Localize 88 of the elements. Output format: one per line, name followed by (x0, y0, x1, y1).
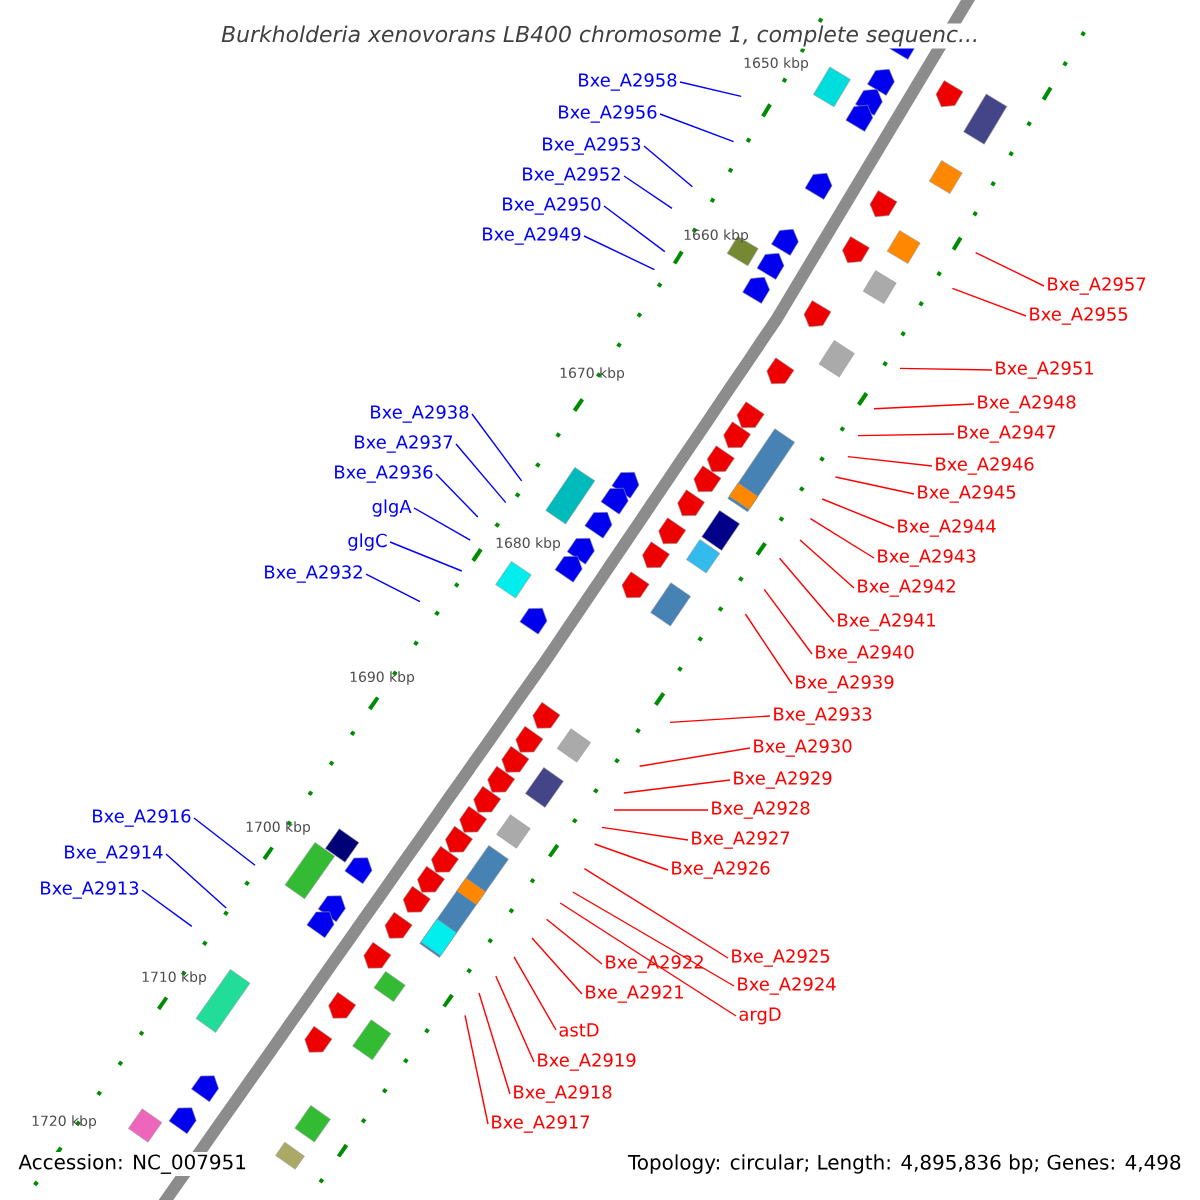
gene-label: Bxe_A2940 (816, 645, 914, 663)
gene-label: Bxe_A2917 (492, 1115, 590, 1133)
leader-line (873, 403, 975, 410)
leader-line (559, 902, 737, 1017)
leader-line (899, 367, 993, 371)
leader-line (974, 251, 1045, 287)
leader-line (834, 476, 915, 495)
leader-line (531, 937, 583, 995)
gene-label: Bxe_A2956 (559, 105, 657, 123)
leader-line (623, 175, 673, 210)
gene-label: Bxe_A2948 (978, 395, 1076, 413)
leader-line (495, 975, 535, 1063)
leader-line (951, 287, 1027, 317)
gene-label: Bxe_A2933 (774, 707, 872, 725)
gene-label: Bxe_A2921 (586, 985, 683, 1003)
leader-line (601, 826, 689, 841)
gene-label: Bxe_A2938 (371, 405, 469, 423)
leader-line (821, 498, 895, 529)
leader-line (638, 747, 751, 767)
leader-line (389, 541, 463, 572)
gene-label: Bxe_A2914 (65, 845, 163, 863)
gene-label: Bxe_A2930 (754, 739, 852, 757)
gene-label: Bxe_A2937 (355, 435, 453, 453)
leader-line (583, 235, 656, 271)
gene-label: Bxe_A2925 (732, 949, 830, 967)
gene-label: Bxe_A2942 (858, 579, 955, 597)
leader-line (809, 517, 875, 559)
leader-line (613, 809, 709, 811)
gene-label: Bxe_A2916 (93, 809, 191, 827)
gene-label: Bxe_A2941 (838, 613, 935, 631)
gene-label: Bxe_A2918 (514, 1085, 612, 1103)
leader-line (513, 956, 557, 1031)
info-text: Accession: NC_007951 (16, 1152, 249, 1176)
gene-label: Bxe_A2955 (1030, 307, 1128, 325)
gene-label: glgC (348, 533, 387, 551)
gene-label: Bxe_A2926 (672, 861, 770, 879)
leader-line (778, 557, 835, 623)
leader-line (545, 918, 603, 965)
gene-label: Bxe_A2932 (265, 565, 362, 583)
gene-label: Bxe_A2928 (712, 801, 810, 819)
gene-label: argD (739, 1007, 781, 1025)
leader-line (464, 1014, 489, 1125)
leader-line (435, 473, 479, 518)
leader-line (659, 113, 735, 143)
leader-line (669, 715, 771, 724)
gene-label: Bxe_A2919 (538, 1053, 636, 1071)
gene-label: Bxe_A2950 (503, 197, 601, 215)
leader-line (471, 413, 523, 482)
gene-label: Bxe_A2936 (335, 465, 433, 483)
gene-label: Bxe_A2952 (523, 167, 620, 185)
leader-line (643, 145, 694, 188)
leader-line (455, 443, 507, 504)
leader-line (141, 889, 193, 928)
gene-label: Bxe_A2924 (738, 977, 836, 995)
gene-label: Bxe_A2949 (483, 227, 581, 245)
title: Burkholderia xenovorans LB400 chromosome 1, complete sequenc... (219, 23, 981, 49)
leader-line (603, 205, 666, 253)
leader-line (478, 992, 511, 1095)
gene-label: astD (559, 1023, 599, 1037)
leader-line (193, 817, 256, 866)
leader-line (857, 433, 955, 437)
leader-line (799, 539, 855, 589)
leader-line (413, 507, 471, 541)
leader-line (583, 867, 729, 959)
gene-label: Bxe_A2958 (579, 73, 677, 91)
gene-label: Bxe_A2951 (996, 361, 1094, 379)
leader-line (165, 853, 227, 909)
gene-label: Bxe_A2929 (734, 771, 832, 789)
leader-line (763, 588, 813, 655)
gene-label: Bxe_A2913 (41, 881, 139, 899)
leader-line (847, 455, 933, 467)
leader-line (572, 891, 735, 987)
gene-label: Bxe_A2953 (543, 137, 641, 155)
gene-label: Bxe_A2943 (878, 549, 976, 567)
gene-label: Bxe_A2945 (918, 485, 1016, 503)
gene-label: Bxe_A2939 (796, 675, 894, 693)
leader-line (593, 843, 669, 871)
gene-label: Bxe_A2944 (898, 519, 996, 537)
gene-label: Bxe_A2927 (692, 831, 790, 849)
leader-line (744, 613, 793, 685)
gene-label: Bxe_A2957 (1048, 277, 1146, 295)
gene-label: Bxe_A2946 (936, 457, 1034, 475)
leader-line (365, 573, 421, 603)
leader-line (679, 81, 742, 98)
info-text: Topology: circular; Length: 4,895,836 bp; Genes: 4,498 (625, 1152, 1184, 1176)
gene-label: glgA (372, 499, 412, 517)
gene-label: Bxe_A2947 (958, 425, 1056, 443)
leader-line (623, 779, 731, 794)
